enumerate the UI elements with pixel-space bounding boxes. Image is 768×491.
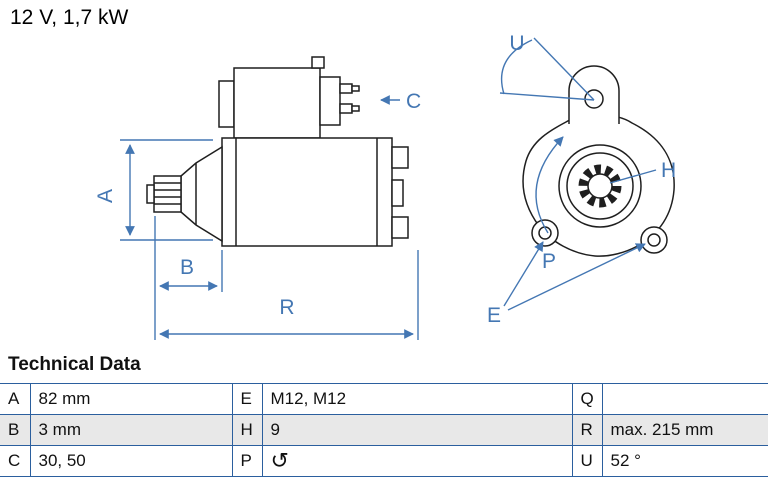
param-value-c: 30, 50 [29, 445, 233, 477]
dim-label-p: P [542, 250, 556, 273]
side-view-dimensions: A B R C [94, 90, 421, 340]
technical-data-section: Technical Data A 82 mm E M12, M12 Q B 3 [0, 352, 768, 477]
technical-drawing: A B R C [94, 32, 676, 340]
param-value-q [601, 383, 768, 415]
rotation-ccw-icon: ↺ [261, 445, 573, 477]
dim-label-e: E [487, 304, 501, 327]
dim-label-h: H [661, 159, 676, 182]
dim-label-u: U [509, 32, 524, 55]
param-value-h: 9 [261, 414, 573, 446]
param-key-e: E [231, 383, 263, 415]
side-view [146, 56, 409, 247]
param-key-a: A [0, 383, 31, 415]
technical-data-table: A 82 mm E M12, M12 Q B 3 mm H 9 R max. 2… [0, 383, 768, 477]
param-value-a: 82 mm [29, 383, 233, 415]
front-view [522, 65, 675, 257]
dim-label-r: R [279, 296, 294, 319]
dim-label-b: B [180, 256, 194, 279]
param-value-u: 52 ° [601, 445, 768, 477]
param-key-c: C [0, 445, 31, 477]
param-key-r: R [571, 414, 603, 446]
dim-label-a: A [94, 189, 117, 203]
param-key-u: U [571, 445, 603, 477]
product-spec-title: 12 V, 1,7 kW [10, 6, 129, 29]
param-key-h: H [231, 414, 263, 446]
param-key-p: P [231, 445, 263, 477]
param-key-q: Q [571, 383, 603, 415]
param-value-r: max. 215 mm [601, 414, 768, 446]
table-row: A 82 mm E M12, M12 Q [0, 383, 768, 415]
param-value-b: 3 mm [29, 414, 233, 446]
param-value-e: M12, M12 [261, 383, 573, 415]
table-row: B 3 mm H 9 R max. 215 mm [0, 414, 768, 446]
param-key-b: B [0, 414, 31, 446]
dim-label-c: C [406, 90, 421, 113]
table-row: C 30, 50 P ↺ U 52 ° [0, 445, 768, 477]
technical-data-heading: Technical Data [8, 354, 141, 375]
front-view-annotations: U H P E [487, 32, 676, 327]
